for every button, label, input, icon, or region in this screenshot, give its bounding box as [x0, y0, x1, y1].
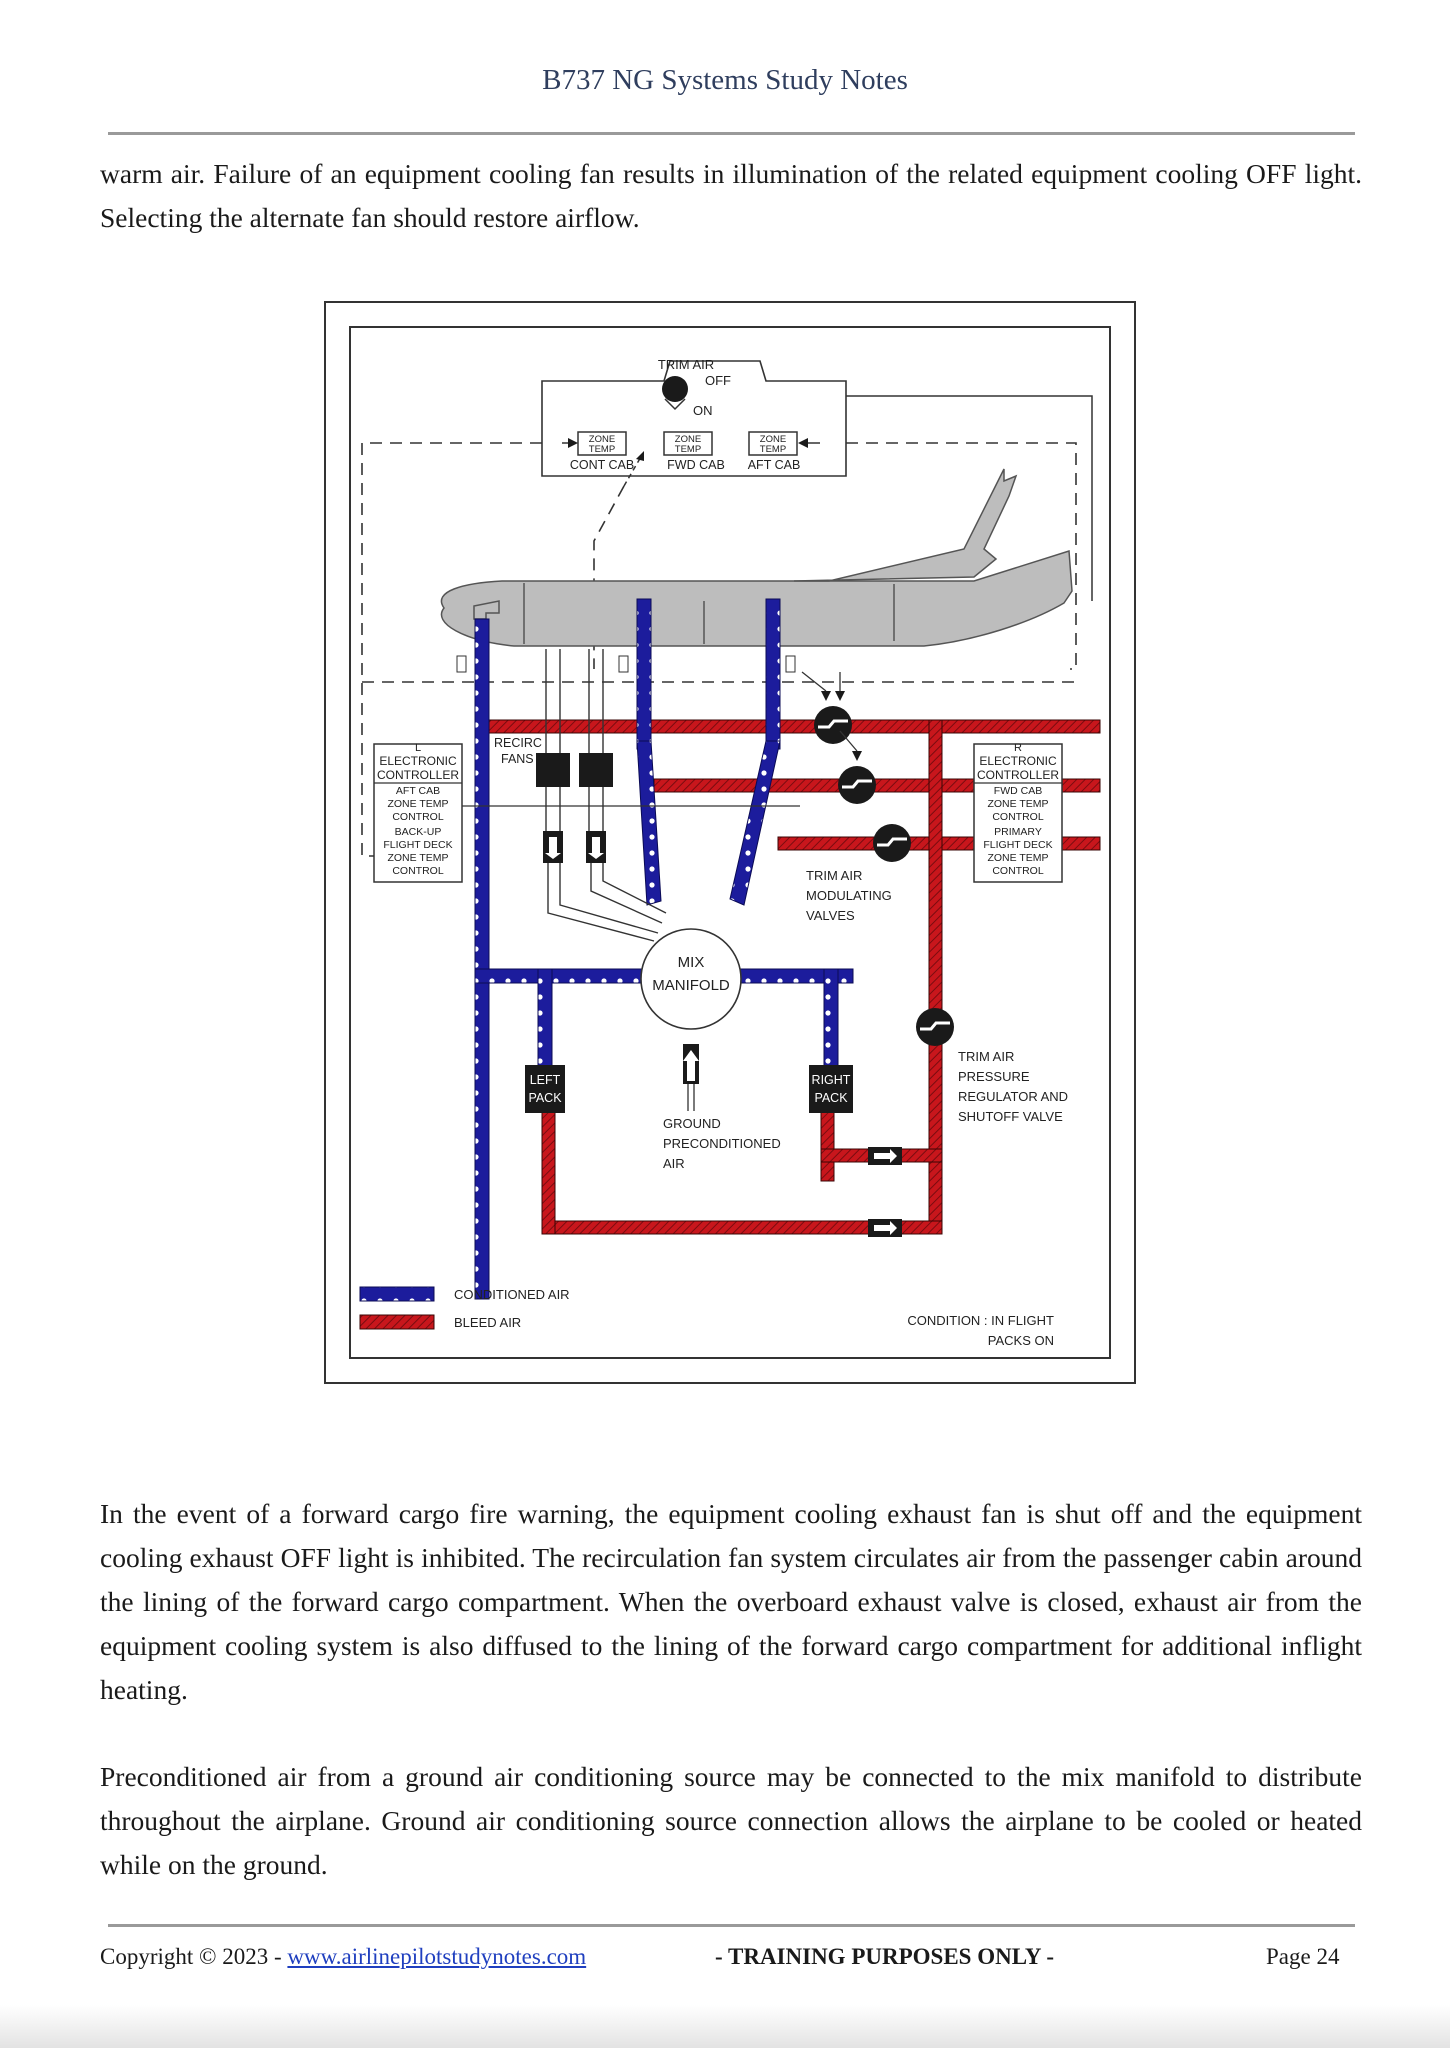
svg-text:MIX: MIX	[678, 954, 705, 971]
svg-text:FLIGHT DECK: FLIGHT DECK	[383, 839, 452, 851]
svg-text:CONTROL: CONTROL	[992, 811, 1043, 823]
svg-text:CONDITIONED AIR: CONDITIONED AIR	[454, 1287, 570, 1302]
svg-text:ZONE TEMP: ZONE TEMP	[987, 852, 1048, 864]
trim-air-pressure-regulator-valve: TRIM AIR PRESSURE REGULATOR AND SHUTOFF …	[916, 1008, 1068, 1124]
trim-air-switch-knob	[662, 376, 688, 402]
svg-text:MANIFOLD: MANIFOLD	[652, 977, 730, 994]
recirc-fans: RECIRC FANS	[494, 649, 667, 942]
svg-text:RECIRC: RECIRC	[494, 736, 542, 750]
pack-bleed-check-valves	[868, 1147, 902, 1237]
paragraph-ground-air: Preconditioned air from a ground air con…	[100, 1761, 1362, 1880]
left-electronic-controller: L ELECTRONIC CONTROLLER AFT CAB ZONE TEM…	[373, 742, 463, 883]
svg-text:L: L	[415, 742, 421, 754]
svg-text:PACK: PACK	[814, 1091, 848, 1105]
zone-temp-aft-cab: ZONE TEMP AFT CAB	[748, 431, 801, 472]
svg-text:CONTROL: CONTROL	[392, 811, 443, 823]
svg-text:TEMP: TEMP	[589, 444, 615, 455]
paragraph-intro: warm air. Failure of an equipment coolin…	[100, 158, 1362, 233]
svg-text:ZONE TEMP: ZONE TEMP	[387, 852, 448, 864]
svg-text:BACK-UP: BACK-UP	[395, 826, 442, 838]
air-conditioning-diagram: TRIM AIR OFF ON ZONE TEMP CONT CAB ZONE …	[324, 301, 1136, 1384]
svg-text:ELECTRONIC: ELECTRONIC	[979, 754, 1057, 768]
paragraph-cargo-fire: In the event of a forward cargo fire war…	[100, 1498, 1362, 1705]
svg-text:CONTROLLER: CONTROLLER	[377, 768, 459, 782]
svg-text:TRIM AIR: TRIM AIR	[958, 1049, 1014, 1064]
website-link[interactable]: www.airlinepilotstudynotes.com	[287, 1944, 587, 1969]
svg-text:ZONE TEMP: ZONE TEMP	[987, 798, 1048, 810]
svg-text:FLIGHT DECK: FLIGHT DECK	[983, 839, 1052, 851]
svg-text:CONTROL: CONTROL	[992, 865, 1043, 877]
svg-text:PACK: PACK	[528, 1091, 562, 1105]
svg-text:FANS: FANS	[501, 752, 534, 766]
svg-text:ZONE: ZONE	[675, 434, 701, 445]
svg-text:SHUTOFF VALVE: SHUTOFF VALVE	[958, 1109, 1063, 1124]
footer-divider	[108, 1924, 1355, 1927]
header-divider	[108, 132, 1355, 135]
svg-text:BLEED AIR: BLEED AIR	[454, 1315, 521, 1330]
svg-text:ZONE TEMP: ZONE TEMP	[387, 798, 448, 810]
aircraft-silhouette	[440, 468, 1073, 647]
svg-text:CONDITION : IN FLIGHT: CONDITION : IN FLIGHT	[907, 1313, 1054, 1328]
trim-air-off-label: OFF	[705, 373, 731, 388]
page-number: Page 24	[1266, 1944, 1340, 1969]
svg-text:PRIMARY: PRIMARY	[994, 826, 1042, 838]
trim-air-modulating-valves: TRIM AIR MODULATING VALVES	[801, 671, 911, 923]
right-pack: RIGHT PACK	[809, 1065, 853, 1113]
copyright-text: Copyright © 2023 -	[100, 1944, 288, 1969]
svg-text:VALVES: VALVES	[806, 908, 855, 923]
svg-text:PRECONDITIONED: PRECONDITIONED	[663, 1136, 781, 1151]
footer-copyright: Copyright © 2023 - www.airlinepilotstudy…	[100, 1944, 586, 1970]
svg-text:CONTROLLER: CONTROLLER	[977, 768, 1059, 782]
svg-text:ELECTRONIC: ELECTRONIC	[379, 754, 457, 768]
figure-inner-frame	[349, 326, 1111, 1359]
ground-preconditioned-air: GROUND PRECONDITIONED AIR	[663, 1044, 781, 1171]
svg-text:REGULATOR AND: REGULATOR AND	[958, 1089, 1068, 1104]
svg-text:ZONE: ZONE	[760, 434, 786, 445]
svg-text:GROUND: GROUND	[663, 1116, 721, 1131]
trim-air-on-label: ON	[693, 403, 713, 418]
trim-air-title: TRIM AIR	[658, 357, 714, 372]
zone-temp-cont-cab: ZONE TEMP CONT CAB	[570, 431, 634, 472]
conditioned-air-ducts	[359, 598, 854, 1302]
svg-text:TEMP: TEMP	[675, 444, 701, 455]
svg-text:FWD CAB: FWD CAB	[667, 458, 725, 472]
condition-note: CONDITION : IN FLIGHT PACKS ON	[907, 1313, 1054, 1348]
svg-text:CONTROL: CONTROL	[392, 865, 443, 877]
left-pack: LEFT PACK	[525, 1065, 565, 1113]
svg-text:FWD CAB: FWD CAB	[994, 785, 1042, 797]
svg-text:CONT CAB: CONT CAB	[570, 458, 634, 472]
svg-text:AIR: AIR	[663, 1156, 685, 1171]
svg-text:TRIM AIR: TRIM AIR	[806, 868, 862, 883]
svg-text:R: R	[1014, 742, 1022, 754]
zone-temp-fwd-cab: ZONE TEMP FWD CAB	[663, 431, 725, 472]
page-header-title: B737 NG Systems Study Notes	[542, 64, 908, 96]
right-electronic-controller: R ELECTRONIC CONTROLLER FWD CAB ZONE TEM…	[973, 742, 1063, 883]
svg-text:ZONE: ZONE	[589, 434, 615, 445]
svg-text:RIGHT: RIGHT	[812, 1073, 851, 1087]
svg-text:AFT CAB: AFT CAB	[748, 458, 801, 472]
svg-text:MODULATING: MODULATING	[806, 888, 892, 903]
training-notice: - TRAINING PURPOSES ONLY -	[715, 1944, 1055, 1969]
svg-text:TEMP: TEMP	[760, 444, 786, 455]
svg-text:PACKS ON: PACKS ON	[988, 1333, 1054, 1348]
svg-text:AFT CAB: AFT CAB	[396, 785, 440, 797]
svg-text:LEFT: LEFT	[530, 1073, 561, 1087]
svg-text:PRESSURE: PRESSURE	[958, 1069, 1030, 1084]
viewer-bottom-edge	[0, 2005, 1450, 2048]
mix-manifold: MIX MANIFOLD	[640, 928, 742, 1030]
diagram-legend: CONDITIONED AIR BLEED AIR	[359, 1287, 570, 1330]
